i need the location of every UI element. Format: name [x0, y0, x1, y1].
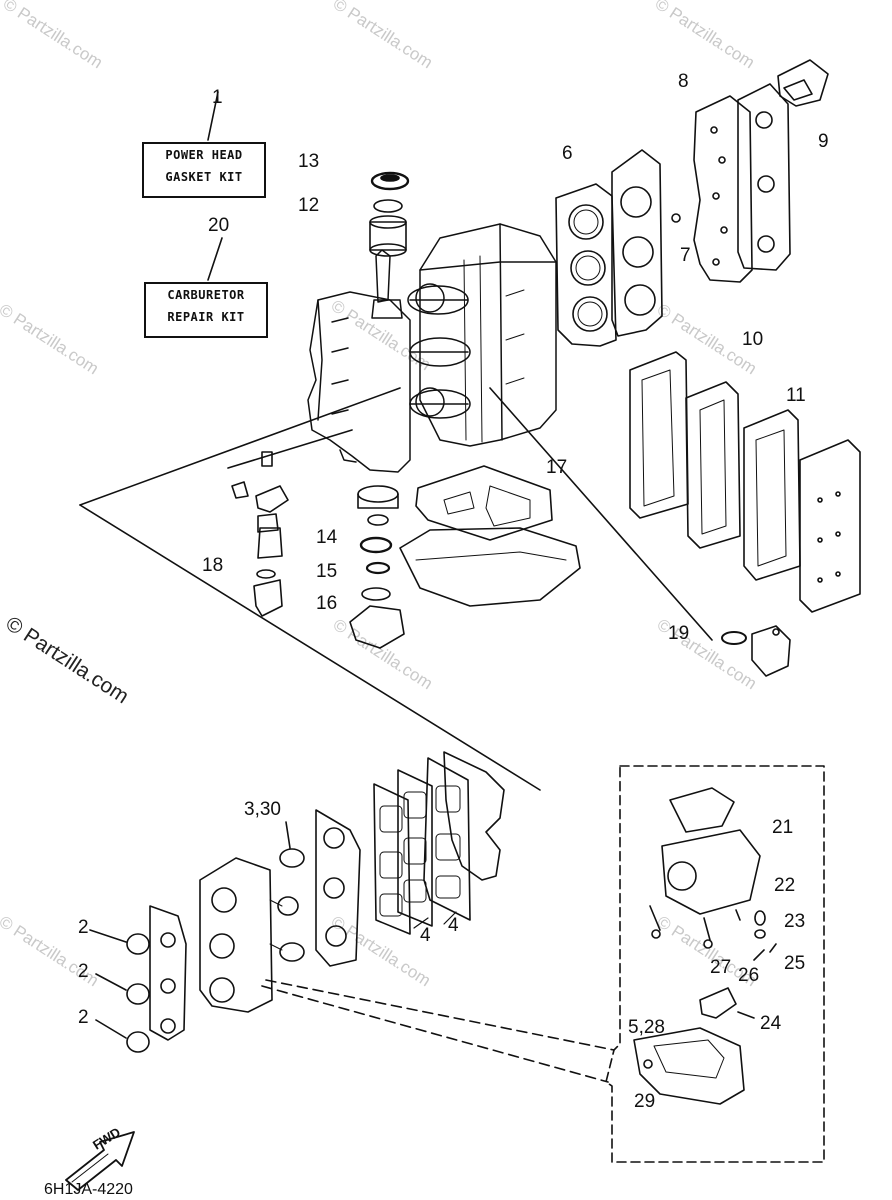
callout-27: 27 — [710, 957, 732, 978]
fwd-arrow — [65, 1131, 135, 1191]
silencer-gasket — [149, 905, 187, 1041]
leader-line — [79, 387, 401, 506]
callout-2: 2 — [78, 961, 89, 982]
intake-gasket-front — [373, 783, 411, 935]
power-head-gasket-kit-label: POWER HEAD GASKET KIT — [142, 142, 266, 198]
carburetor-bodies — [199, 857, 283, 1013]
leader-line — [79, 504, 541, 791]
o-ring — [126, 983, 150, 1005]
float-chamber-cover — [669, 787, 735, 833]
exhaust-inner-gasket — [743, 409, 801, 581]
callout-4: 4 — [420, 925, 431, 946]
callout-22: 22 — [774, 875, 796, 896]
callout-18: 18 — [202, 555, 224, 576]
o-ring — [126, 1031, 150, 1053]
callout-8: 8 — [678, 71, 689, 92]
callout-14: 14 — [316, 527, 338, 548]
power-head-block — [307, 249, 471, 473]
callout-19: 19 — [668, 623, 690, 644]
head-gasket — [555, 183, 617, 347]
oil-seal-lower — [359, 536, 393, 554]
callout-29: 29 — [634, 1091, 656, 1112]
kit-label-line: CARBURETOR — [167, 288, 245, 302]
carburetor-repair-kit-label: CARBURETOR REPAIR KIT — [144, 282, 268, 338]
kit-label-line: GASKET KIT — [165, 170, 243, 184]
callout-9: 9 — [818, 131, 829, 152]
exhaust-outer-cover — [799, 439, 861, 613]
base-gasket — [415, 465, 553, 541]
lower-casing — [399, 527, 581, 607]
reed-valve-gasket — [423, 757, 471, 921]
leader-line — [227, 429, 353, 469]
callout-2: 2 — [78, 1007, 89, 1028]
callout-6: 6 — [562, 143, 573, 164]
head-cover-gasket — [693, 95, 753, 283]
kit-label-line: POWER HEAD — [165, 148, 243, 162]
callout-10: 10 — [742, 329, 764, 350]
callout-2: 2 — [78, 917, 89, 938]
thermostat-cover — [253, 579, 283, 617]
exhaust-cover-inner — [685, 381, 741, 549]
head-cover — [737, 83, 791, 271]
thermostat — [257, 527, 283, 559]
callout-11: 11 — [786, 385, 806, 406]
thermostat-cover-top — [777, 59, 829, 107]
callout-26: 26 — [738, 965, 760, 986]
callout-1: 1 — [212, 87, 223, 108]
diagram-code: 6H1JA-4220 — [44, 1181, 133, 1198]
callout-3-30: 3,30 — [244, 799, 281, 820]
callout-16: 16 — [316, 593, 338, 614]
seal-housing — [349, 605, 405, 649]
fuel-pump — [751, 625, 791, 677]
callout-21: 21 — [772, 817, 794, 838]
callout-17: 17 — [546, 457, 568, 478]
callout-23: 23 — [784, 911, 806, 932]
intake-gasket-rear — [443, 751, 505, 881]
callout-5-28: 5,28 — [628, 1017, 665, 1038]
callout-7: 7 — [680, 245, 691, 266]
oil-seal — [370, 171, 410, 191]
callout-12: 12 — [298, 195, 320, 216]
float-bowl — [633, 1027, 745, 1105]
o-ring — [126, 933, 150, 955]
callout-25: 25 — [784, 953, 806, 974]
float — [699, 987, 737, 1019]
reed-valve-plate — [397, 769, 433, 927]
callout-15: 15 — [316, 561, 338, 582]
callout-24: 24 — [760, 1013, 782, 1034]
callout-4: 4 — [448, 915, 459, 936]
callout-13: 13 — [298, 151, 320, 172]
cylinder-head — [611, 149, 681, 337]
o-ring — [373, 199, 403, 213]
intake-manifold — [315, 809, 361, 967]
carburetor-detail-box — [605, 765, 825, 1163]
exhaust-outer-gasket — [629, 351, 689, 519]
kit-label-line: REPAIR KIT — [167, 310, 245, 324]
cylinder-block — [419, 223, 557, 447]
leader-line — [489, 387, 713, 641]
callout-20: 20 — [208, 215, 230, 236]
